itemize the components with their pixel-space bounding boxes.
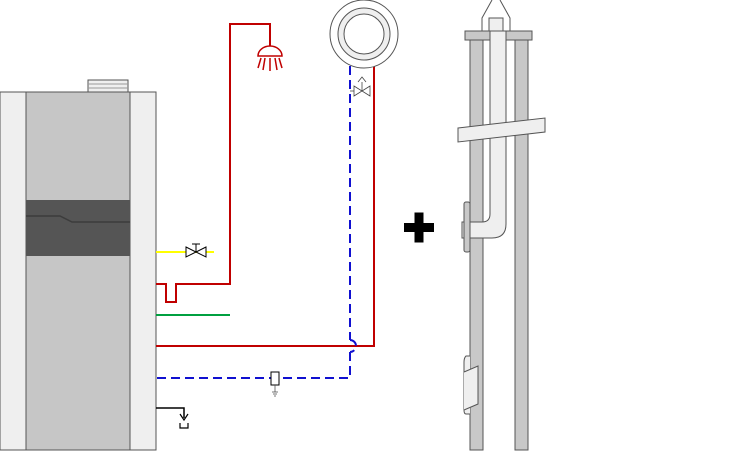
boiler-body (25, 91, 131, 451)
plus-icon (404, 212, 434, 243)
coil-icon (329, 0, 399, 69)
chimney-wall-right (514, 39, 529, 451)
hot-water-line (156, 23, 283, 303)
inner-flue-pipe (461, 30, 507, 239)
boiler-unit (0, 79, 157, 451)
flue-strap (457, 117, 546, 143)
cold-return-line (156, 66, 357, 379)
valve-icon (185, 243, 207, 258)
safety-valve-icon (350, 76, 371, 97)
flue-assembly (457, 0, 546, 451)
shower-head-icon (257, 44, 283, 71)
heating-flow-line (156, 56, 375, 347)
filter-icon (270, 371, 280, 397)
gas-line (156, 243, 214, 258)
drain-funnel-icon (179, 413, 189, 429)
boiler-control-panel (26, 200, 130, 256)
boiler-flue-collar (87, 79, 129, 93)
drain-line (156, 407, 189, 429)
boiler-panel-groove (26, 215, 130, 223)
